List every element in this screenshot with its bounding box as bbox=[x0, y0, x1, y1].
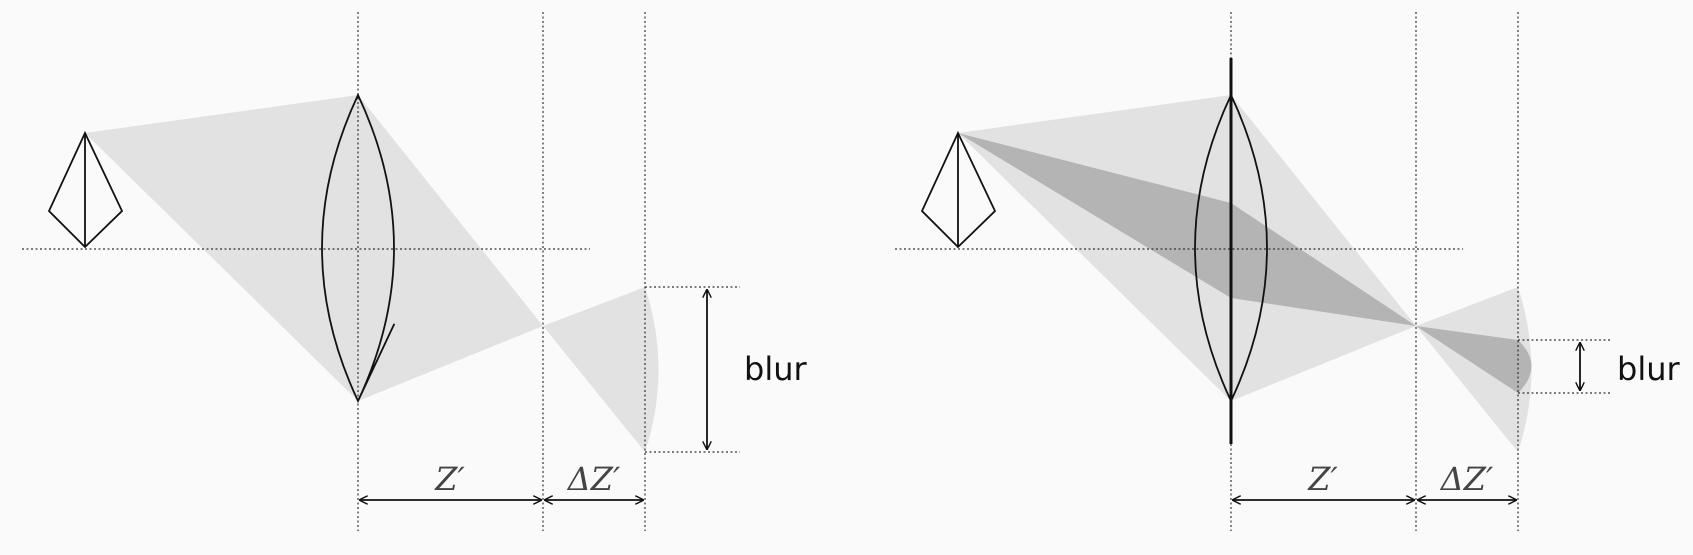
left-blur-spot bbox=[645, 287, 659, 452]
left-panel: blur Z′ ΔZ′ bbox=[22, 12, 807, 531]
right-aperture-cone-object bbox=[958, 133, 1231, 298]
right-panel: blur Z′ ΔZ′ bbox=[895, 12, 1680, 531]
right-blur-label: blur bbox=[1617, 350, 1680, 388]
right-converging-cone bbox=[1231, 95, 1416, 401]
right-delta-zprime-label: ΔZ′ bbox=[1439, 460, 1494, 498]
left-diverging-cone bbox=[543, 287, 645, 452]
left-delta-zprime-label: ΔZ′ bbox=[566, 460, 621, 498]
right-object-icon bbox=[920, 130, 997, 249]
right-aperture-cone-converging bbox=[1231, 203, 1416, 326]
right-aperture-cone-diverging bbox=[1416, 326, 1518, 393]
right-diverging-cone bbox=[1416, 287, 1518, 452]
left-blur-label: blur bbox=[744, 350, 807, 388]
left-object-to-lens-cone bbox=[85, 95, 358, 401]
right-small-blur-spot bbox=[1518, 340, 1532, 393]
left-object-icon bbox=[47, 130, 124, 249]
left-zprime-label: Z′ bbox=[434, 460, 465, 498]
right-zprime-label: Z′ bbox=[1307, 460, 1338, 498]
left-converging-cone bbox=[358, 95, 543, 401]
left-lens-icon bbox=[321, 92, 395, 404]
